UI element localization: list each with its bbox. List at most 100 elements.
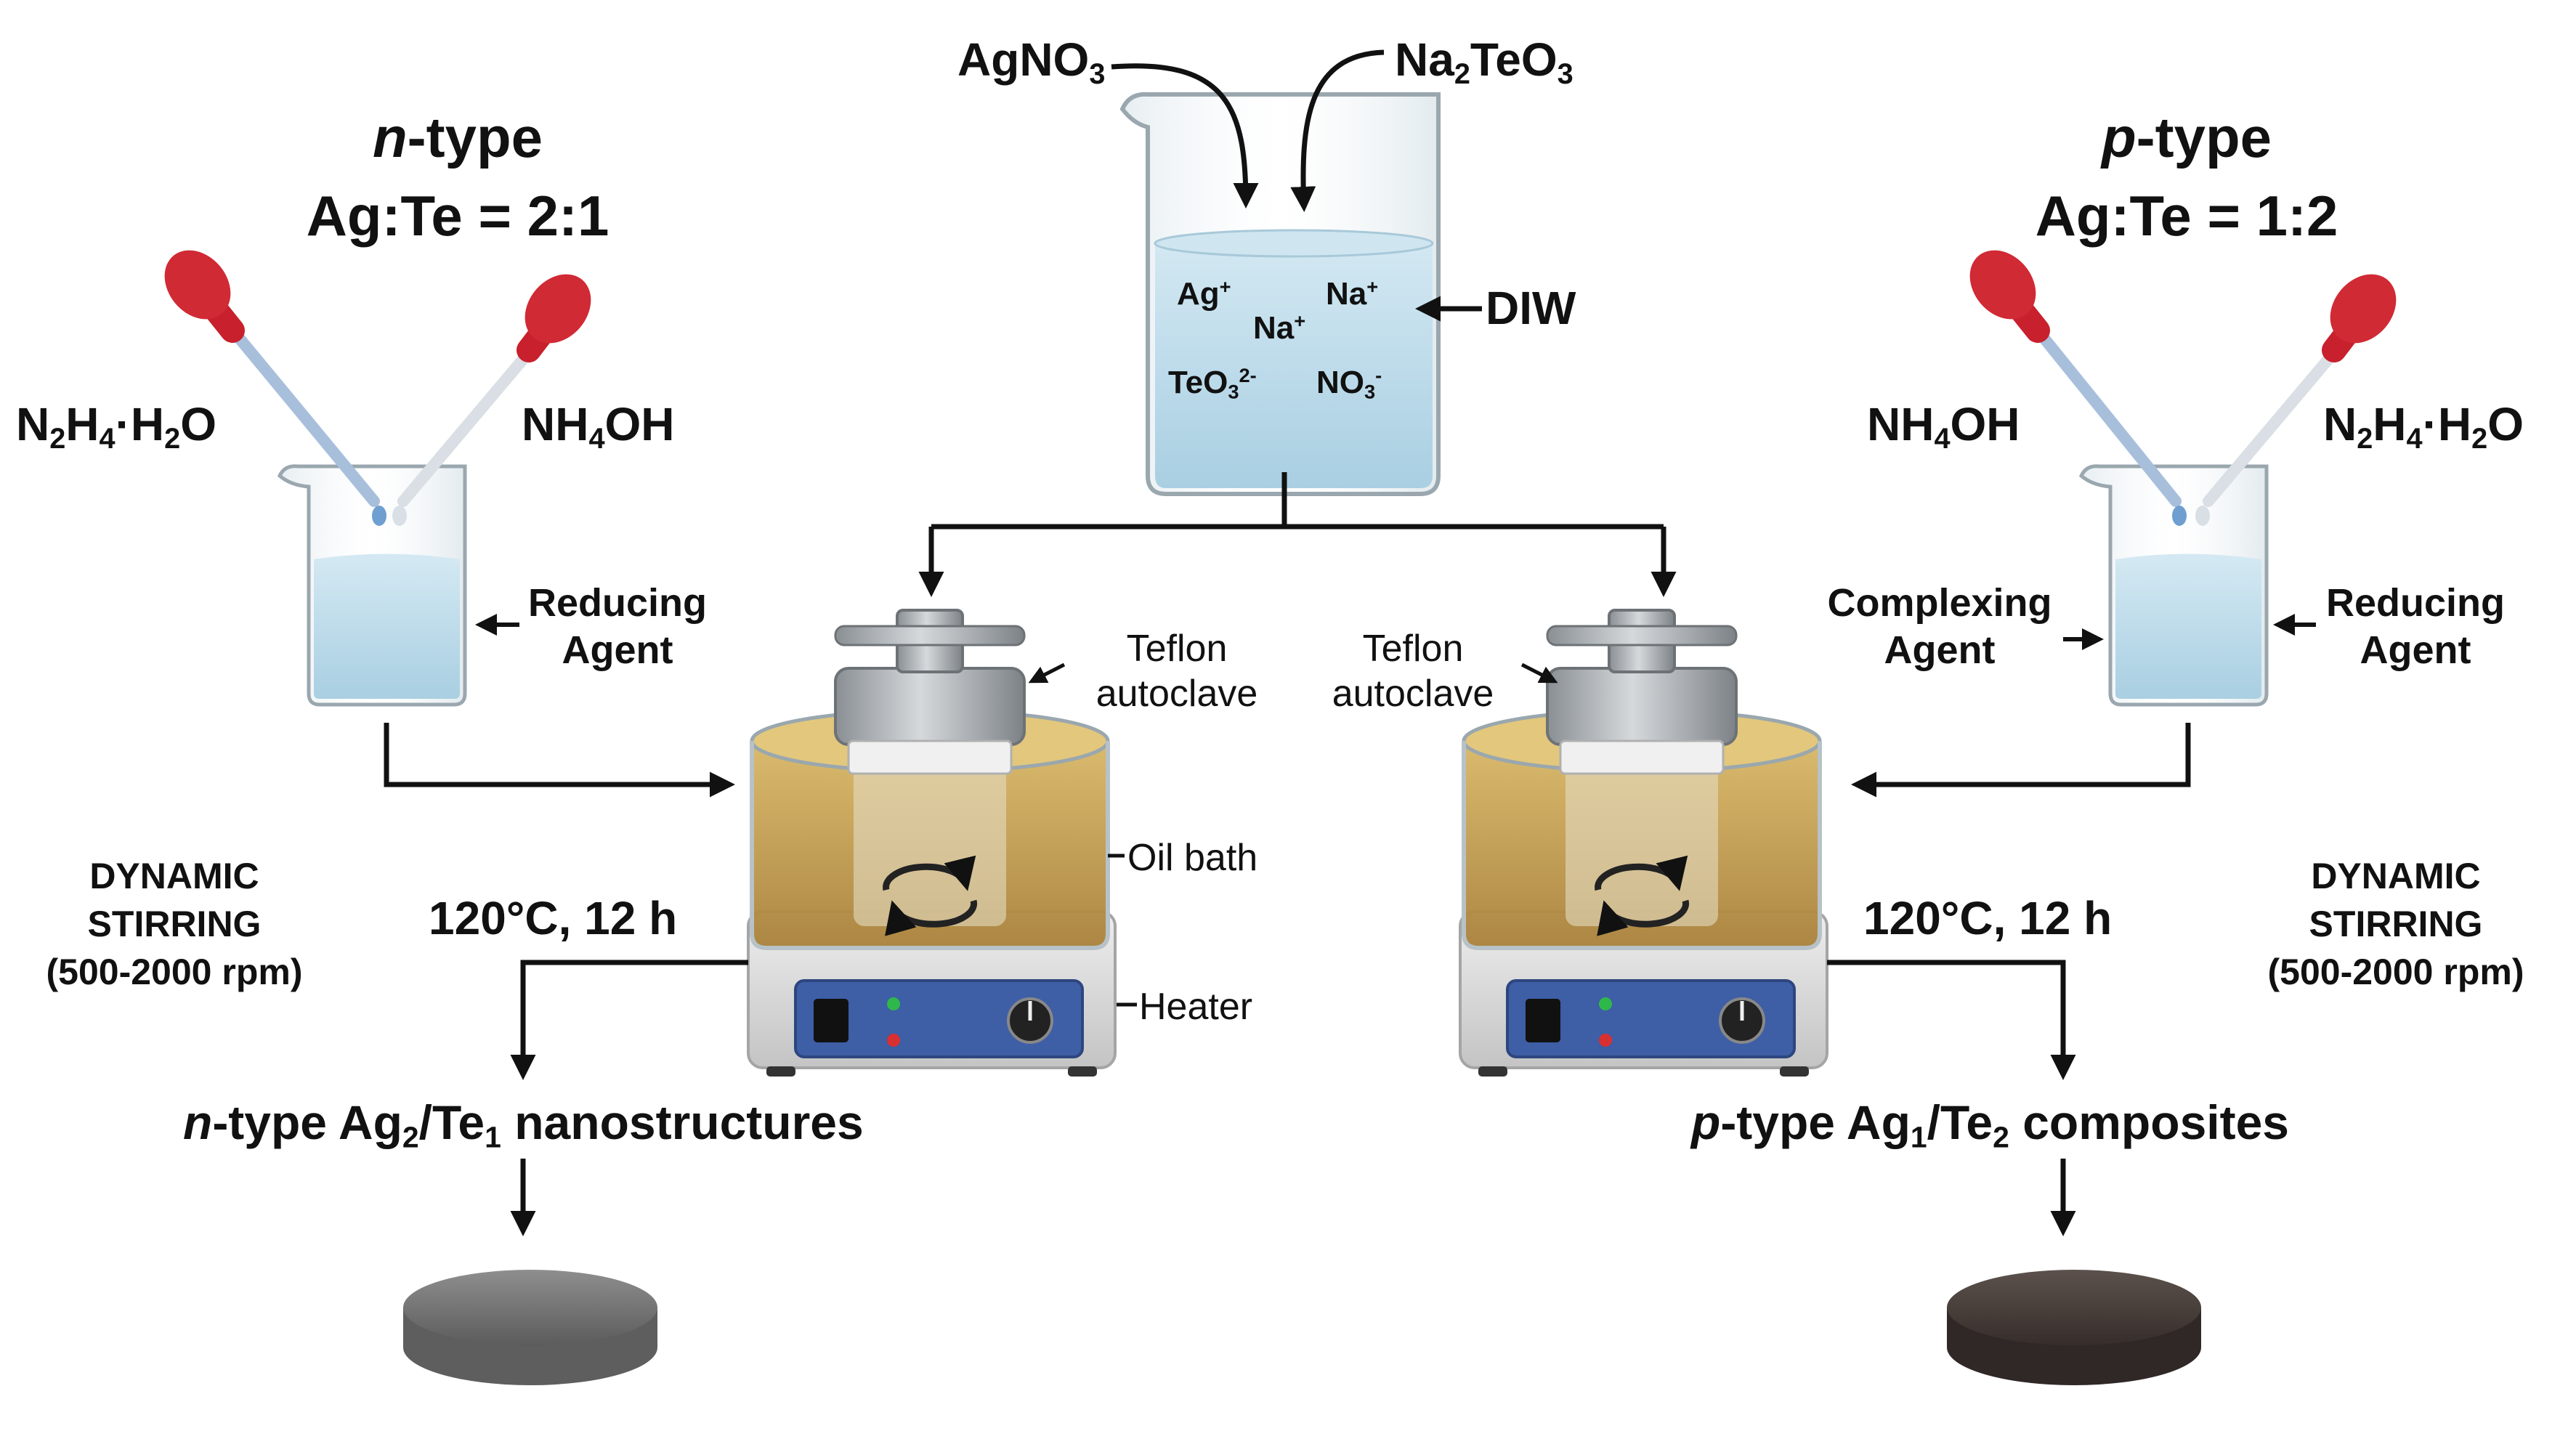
n-stirring-line3: (500-2000 rpm) [46, 952, 303, 992]
ion-teo3-sub: 3 [1228, 380, 1239, 403]
agno3-label: AgNO3 [957, 33, 1105, 89]
heater-label: Heater [1139, 986, 1253, 1028]
p-teflon-line2: autoclave [1332, 673, 1494, 716]
na2teo3-a: Na [1395, 33, 1454, 86]
n-n2h4-base: N [16, 398, 50, 450]
p-n2h4-s3: 2 [2471, 423, 2488, 455]
oil-bath-label: Oil bath [1127, 837, 1258, 879]
n-type-title-italic: n [372, 105, 408, 169]
p-reaction-condition: 120°C, 12 h [1863, 892, 2113, 944]
agno3-base: AgNO [957, 33, 1090, 86]
p-autoclave-pointer [1520, 662, 1558, 684]
na2teo3-label: Na2TeO3 [1395, 33, 1573, 89]
ion-no3-symbol: NO [1316, 365, 1364, 400]
n-dropper-left-label: N2H4·H2O [16, 398, 216, 453]
p-stirring-line3: (500-2000 rpm) [2267, 952, 2524, 992]
p-output-arrow [1827, 960, 2076, 1080]
p-n2h4-mid: H [2373, 398, 2407, 450]
n-n2h4-end: O [180, 398, 216, 450]
ion-na-center-charge: + [1294, 309, 1306, 332]
p-product-a: -type Ag [1720, 1095, 1911, 1149]
p-feed-arrow [1851, 723, 2191, 798]
p-stirring-line1: DYNAMIC [2311, 856, 2481, 896]
p-product-label: p-type Ag1/Te2 composites [1691, 1095, 2289, 1152]
ion-na-right-symbol: Na [1326, 276, 1367, 312]
p-stirring-line2: STIRRING [2309, 904, 2483, 944]
p-teflon-line1: Teflon [1362, 628, 1464, 670]
ion-na-right-charge: + [1366, 275, 1379, 298]
n-product-italic: n [183, 1095, 213, 1149]
n-product-label: n-type Ag2/Te1 nanostructures [183, 1095, 864, 1152]
ion-ag-symbol: Ag [1177, 276, 1220, 312]
p-n2h4-s2: 4 [2406, 423, 2423, 455]
p-nh4oh-s1: 4 [1934, 423, 1951, 455]
p-n2h4-end: O [2487, 398, 2524, 450]
na2teo3-arrow [1290, 49, 1385, 212]
agno3-sub: 3 [1089, 58, 1106, 91]
n-product-s1: 2 [402, 1120, 419, 1154]
p-pellet [1947, 1270, 2201, 1385]
ion-no3-charge: - [1375, 364, 1382, 386]
n-autoclave-apparatus [747, 609, 1117, 1077]
p-dropper-right-label: N2H4·H2O [2323, 398, 2524, 453]
n-reducing-line2: Agent [562, 628, 673, 672]
n-pellet [403, 1270, 657, 1385]
ion-teo3-charge: 2- [1239, 364, 1257, 386]
ion-na-center-symbol: Na [1253, 310, 1295, 346]
ion-no3-sub: 3 [1364, 380, 1376, 403]
n-n2h4-tail: ·H [115, 398, 165, 450]
n-teflon-line2: autoclave [1095, 673, 1258, 716]
n-reducing-beaker [277, 464, 467, 707]
n-nh4oh-end: OH [604, 398, 675, 450]
na2teo3-s2: 3 [1557, 58, 1573, 91]
ion-na-right: Na+ [1326, 275, 1379, 312]
p-stirring-label: DYNAMIC STIRRING (500-2000 rpm) [2243, 852, 2548, 996]
n-nh4oh-s1: 4 [588, 423, 605, 455]
p-n2h4-tail: ·H [2422, 398, 2472, 450]
n-stirring-line1: DYNAMIC [89, 856, 259, 896]
na2teo3-b: TeO [1470, 33, 1558, 86]
n-type-ratio: Ag:Te = 2:1 [306, 184, 609, 248]
p-product-s2: 2 [1993, 1120, 2009, 1154]
p-dropper-left [1969, 250, 2187, 526]
precursor-beaker [1119, 92, 1441, 496]
split-connector [931, 472, 1664, 530]
n-type-title: n-type [276, 109, 639, 166]
ion-teo3-symbol: TeO [1168, 365, 1228, 400]
n-output-arrow [510, 960, 748, 1080]
agno3-arrow [1111, 63, 1259, 208]
ion-na-center: Na+ [1253, 309, 1306, 346]
p-dropper-left-label: NH4OH [1867, 398, 2020, 453]
p-type-ratio: Ag:Te = 1:2 [2035, 184, 2338, 248]
p-autoclave-apparatus [1459, 609, 1828, 1077]
p-type-title: p-type [2005, 109, 2368, 166]
p-nh4oh-end: OH [1950, 398, 2020, 450]
n-n2h4-mid: H [65, 398, 100, 450]
p-type-title-italic: p [2101, 105, 2136, 169]
n-product-a: -type Ag [212, 1095, 402, 1149]
p-product-italic: p [1691, 1095, 1721, 1149]
n-feed-arrow [384, 723, 735, 798]
n-product-b: /Te [418, 1095, 485, 1149]
n-teflon-line1: Teflon [1126, 628, 1228, 670]
n-nh4oh-base: NH [522, 398, 589, 450]
p-complexing-line1: Complexing [1827, 581, 2052, 625]
n-n2h4-s3: 2 [164, 423, 181, 455]
n-reaction-condition: 120°C, 12 h [429, 892, 678, 944]
p-product-b: /Te [1927, 1095, 1993, 1149]
p-product-c: composites [2009, 1095, 2289, 1149]
ion-ag: Ag+ [1177, 276, 1231, 312]
diw-label: DIW [1486, 282, 1576, 334]
na2teo3-s1: 2 [1454, 58, 1470, 91]
p-n2h4-s1: 2 [2357, 423, 2373, 455]
n-type-title-suffix: -type [407, 105, 543, 169]
p-beaker [2078, 464, 2269, 707]
